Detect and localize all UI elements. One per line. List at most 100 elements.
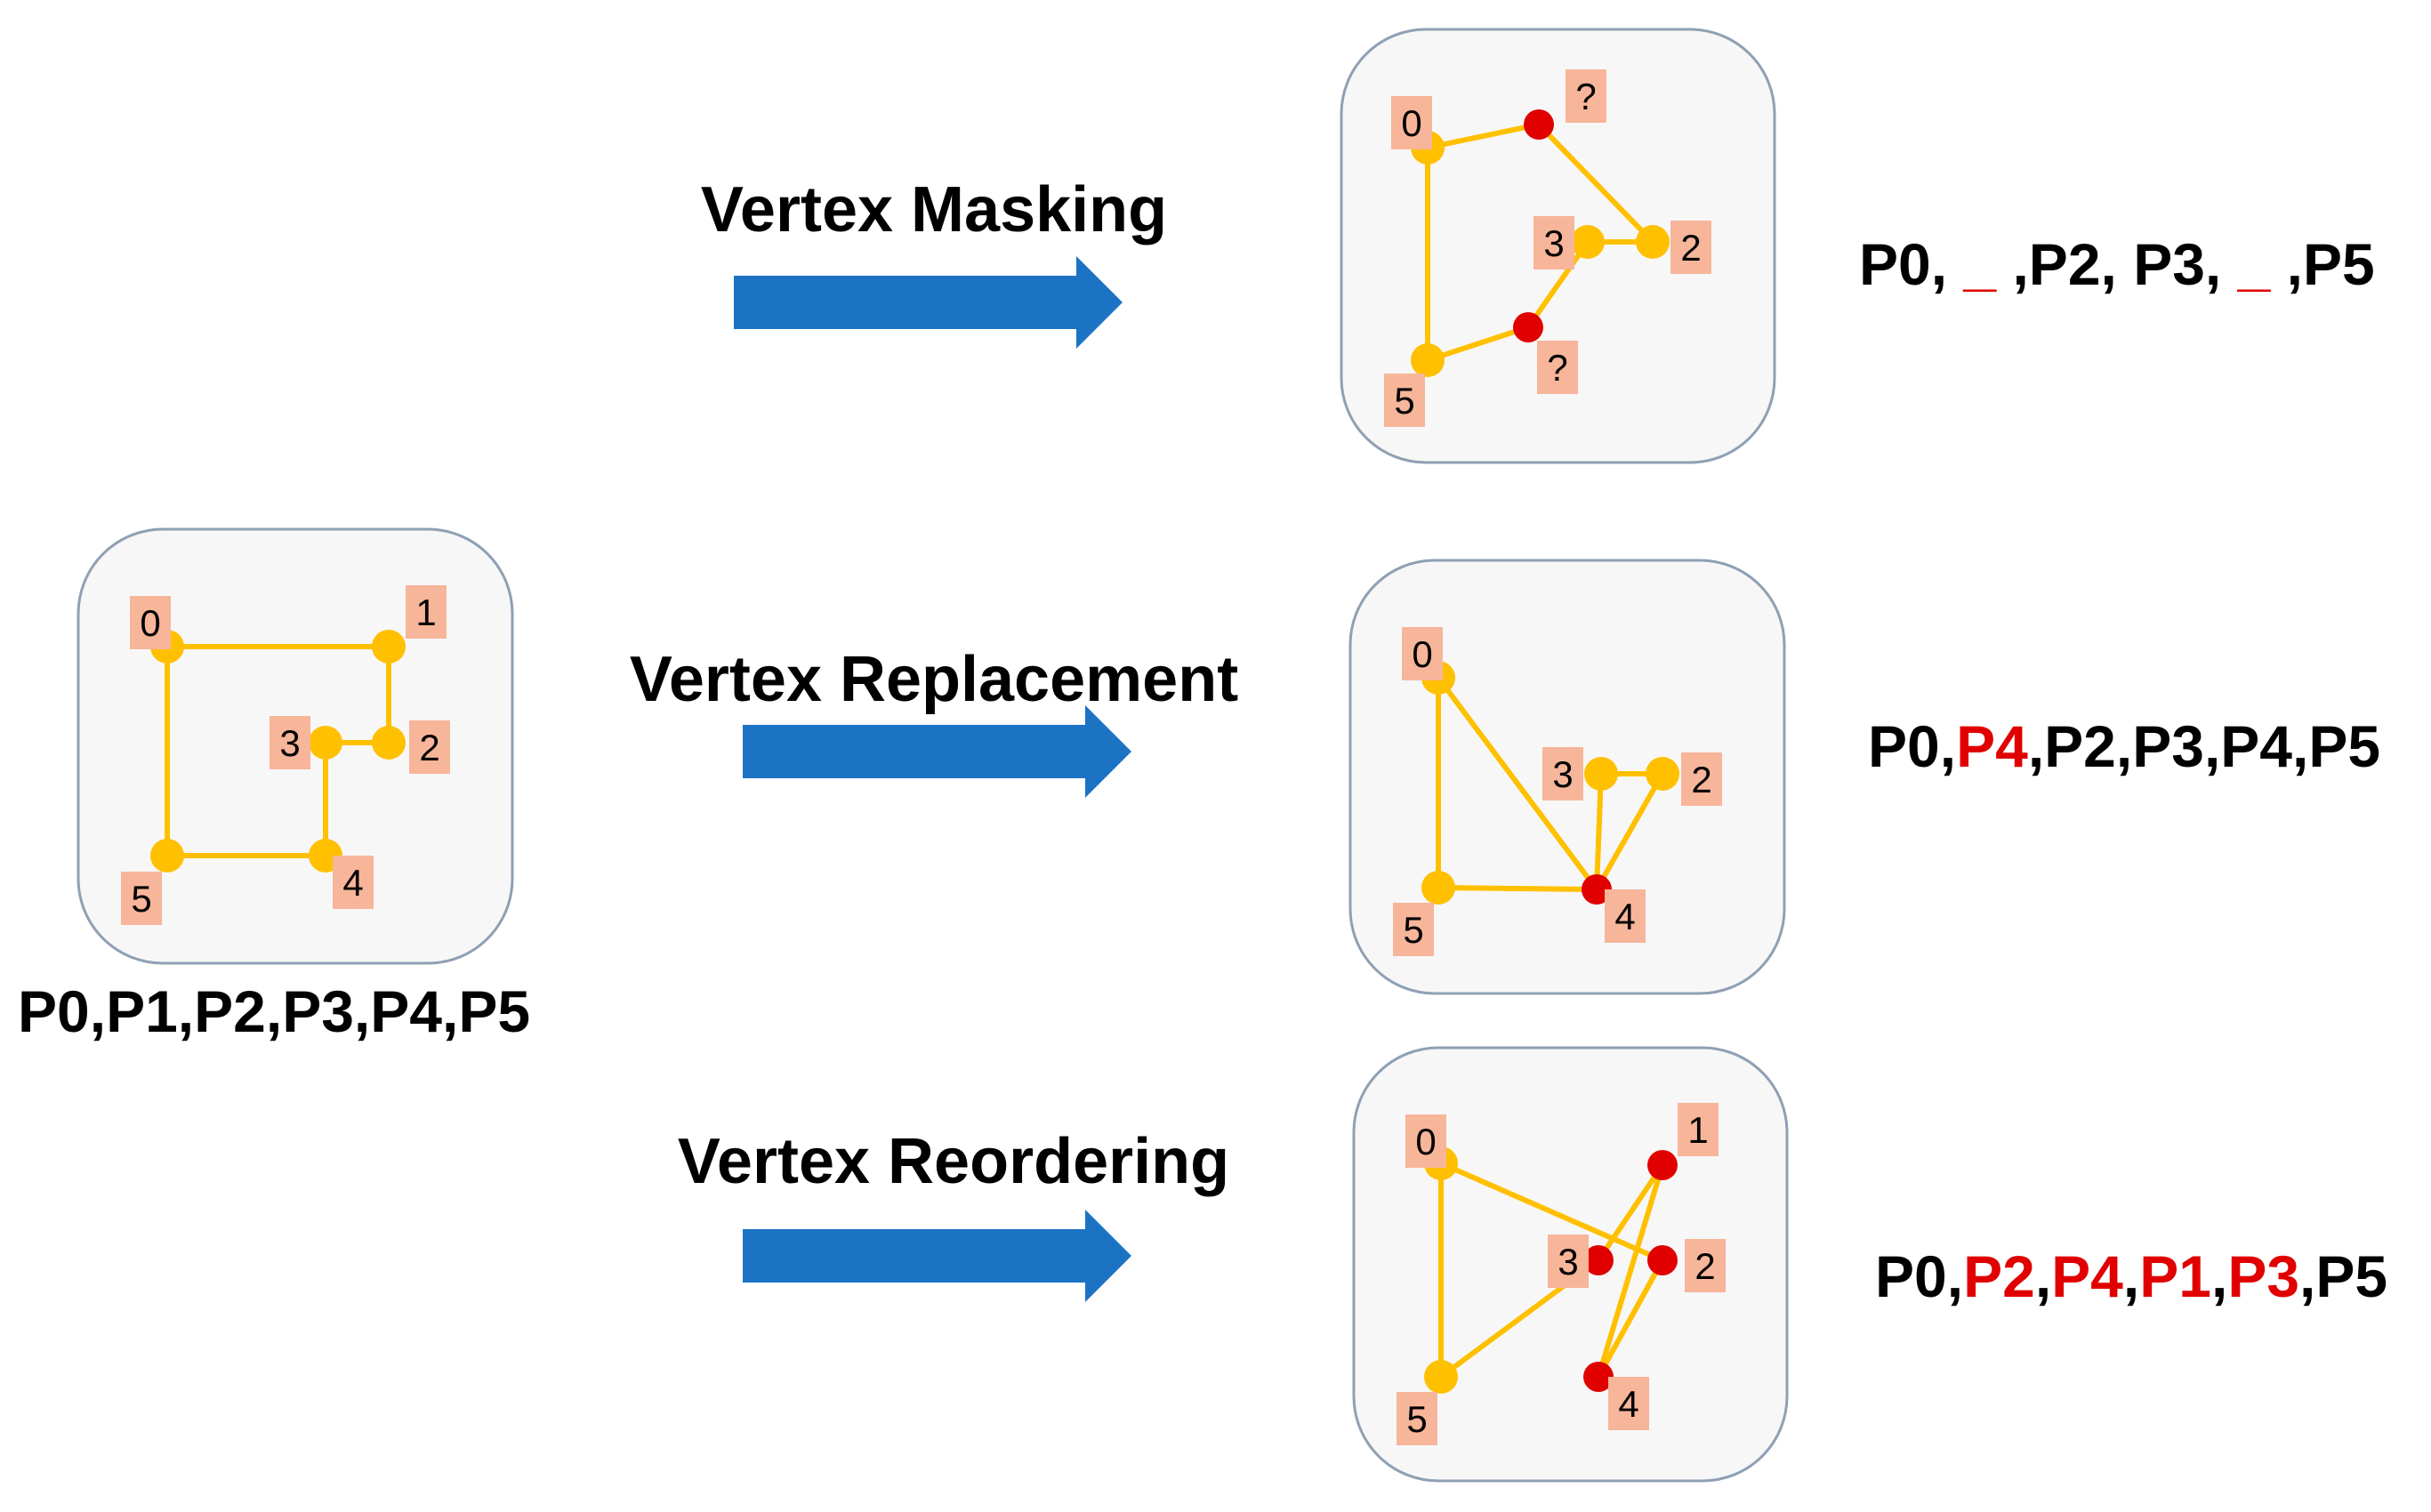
- vertex-tag: [406, 585, 447, 639]
- vertex-1-masked: ?: [1524, 69, 1606, 140]
- vertex-dot: [1583, 1245, 1614, 1275]
- sequence-token: P0,: [1868, 713, 1956, 779]
- vertex-tag: [1542, 747, 1583, 800]
- reordering-sequence: P0,P2,P4,P1,P3,P5: [1875, 1243, 2387, 1309]
- arrow-masking: [734, 256, 1123, 349]
- vertex-2: 2: [372, 720, 450, 774]
- vertex-label: 5: [131, 878, 151, 920]
- vertex-dot: [1513, 312, 1543, 342]
- sequence-token: ,P5: [2270, 231, 2374, 297]
- vertex-2: 2: [1636, 221, 1711, 274]
- vertex-tag: [1548, 1235, 1589, 1288]
- arrow-reordering: [743, 1210, 1131, 1302]
- vertex-tag: [130, 596, 171, 649]
- arrow-replacement: [743, 705, 1131, 798]
- vertex-tag: [1405, 1114, 1446, 1168]
- vertex-dot: [372, 726, 406, 760]
- reordering-polygon-panel: 0 1 2 3 4 5: [1352, 1046, 1789, 1483]
- vertex-dot: [1647, 1150, 1678, 1180]
- replacement-polygon-panel: 0 2 3 4 5: [1348, 559, 1786, 995]
- vertex-0: 0: [1405, 1114, 1458, 1180]
- vertex-tag: [1533, 216, 1574, 269]
- replacement-sequence: P0,P4,P2,P3,P4,P5: [1868, 713, 2380, 779]
- vertex-5: 5: [1393, 871, 1455, 956]
- vertex-label: 5: [1403, 909, 1423, 951]
- vertex-dot: [1647, 1245, 1678, 1275]
- vertex-dot: [1646, 757, 1679, 791]
- sequence-token: P0,: [1859, 231, 1963, 297]
- vertex-4: 4: [309, 839, 374, 909]
- vertex-label: 0: [1412, 633, 1432, 675]
- vertex-0: 0: [1402, 627, 1455, 695]
- vertex-dot: [1584, 757, 1618, 791]
- vertex-label: 4: [1614, 896, 1635, 937]
- vertex-1: 1: [372, 585, 447, 664]
- vertex-5: 5: [1397, 1360, 1458, 1445]
- masking-polygon-panel: 0 ? 2 3 ? 5: [1340, 28, 1776, 464]
- sequence-token: ,: [2123, 1243, 2139, 1309]
- vertex-dot: [1424, 1360, 1458, 1394]
- vertex-label: 2: [1694, 1245, 1715, 1287]
- operation-title-replacement: Vertex Replacement: [630, 644, 1238, 715]
- sequence-token: ,: [2035, 1243, 2051, 1309]
- vertex-label: 1: [1687, 1109, 1708, 1151]
- vertex-label: 4: [342, 862, 363, 904]
- vertex-dot: [372, 630, 406, 664]
- vertex-3: 3: [1542, 747, 1618, 800]
- vertex-tag: [1605, 889, 1646, 943]
- sequence-token: ,P2,P3,P4,P5: [2028, 713, 2380, 779]
- vertex-dot: [1636, 225, 1670, 259]
- vertex-label: 2: [1691, 759, 1711, 800]
- vertex-label: 0: [140, 602, 160, 644]
- vertex-tag: [333, 856, 374, 909]
- vertex-tag: [1681, 752, 1722, 806]
- original-sequence: P0,P1,P2,P3,P4,P5: [18, 978, 530, 1044]
- vertex-tag: [1685, 1239, 1726, 1292]
- vertex-tag: [409, 720, 450, 774]
- vertex-4-masked: ?: [1513, 312, 1578, 394]
- vertex-0: 0: [1391, 96, 1445, 165]
- vertex-3-reordered: 3: [1548, 1235, 1614, 1288]
- vertex-dot: [1582, 874, 1612, 905]
- vertex-label: 1: [415, 591, 436, 633]
- vertex-tag: [270, 716, 310, 769]
- vertex-tag: [1670, 221, 1711, 274]
- vertex-1-reordered: 1: [1647, 1103, 1719, 1180]
- vertex-label: ?: [1547, 347, 1567, 389]
- operation-title-masking: Vertex Masking: [701, 174, 1167, 245]
- highlighted-sequence-token: P1: [2139, 1243, 2211, 1309]
- highlighted-sequence-token: _: [2237, 231, 2272, 297]
- operation-title-reordering: Vertex Reordering: [678, 1126, 1229, 1197]
- vertex-2: 2: [1646, 752, 1722, 806]
- vertex-tag: [1393, 903, 1434, 956]
- vertex-5: 5: [121, 839, 184, 925]
- vertex-tag: [1384, 374, 1425, 427]
- highlighted-sequence-token: P3: [2227, 1243, 2299, 1309]
- vertex-dot: [150, 839, 184, 873]
- vertex-label: 2: [1680, 227, 1701, 269]
- sequence-token: ,: [2211, 1243, 2227, 1309]
- original-polygon-panel: 0 1 2 3 4 5: [76, 527, 514, 965]
- vertex-label: 0: [1415, 1121, 1436, 1162]
- vertex-0: 0: [130, 596, 184, 664]
- vertex-dot: [1524, 109, 1554, 140]
- vertex-tag: [1397, 1392, 1437, 1445]
- highlighted-sequence-token: _: [1962, 231, 1997, 297]
- vertex-tag: [121, 872, 162, 925]
- vertex-3: 3: [270, 716, 342, 769]
- vertex-dot: [1571, 225, 1605, 259]
- vertex-4-reordered: 4: [1583, 1362, 1649, 1430]
- highlighted-sequence-token: P2: [1963, 1243, 2035, 1309]
- highlighted-sequence-token: P4: [1956, 713, 2028, 779]
- vertex-5: 5: [1384, 343, 1445, 427]
- vertex-tag: [1402, 627, 1443, 680]
- vertex-2-reordered: 2: [1647, 1239, 1726, 1292]
- vertex-tag: [1678, 1103, 1719, 1156]
- vertex-dot: [1421, 871, 1455, 905]
- vertex-dot: [1411, 343, 1445, 377]
- vertex-label: 2: [419, 727, 439, 768]
- vertex-label: 5: [1406, 1398, 1427, 1440]
- vertex-dot: [309, 726, 342, 760]
- vertex-label: 3: [279, 722, 300, 764]
- vertex-label: 3: [1552, 753, 1573, 795]
